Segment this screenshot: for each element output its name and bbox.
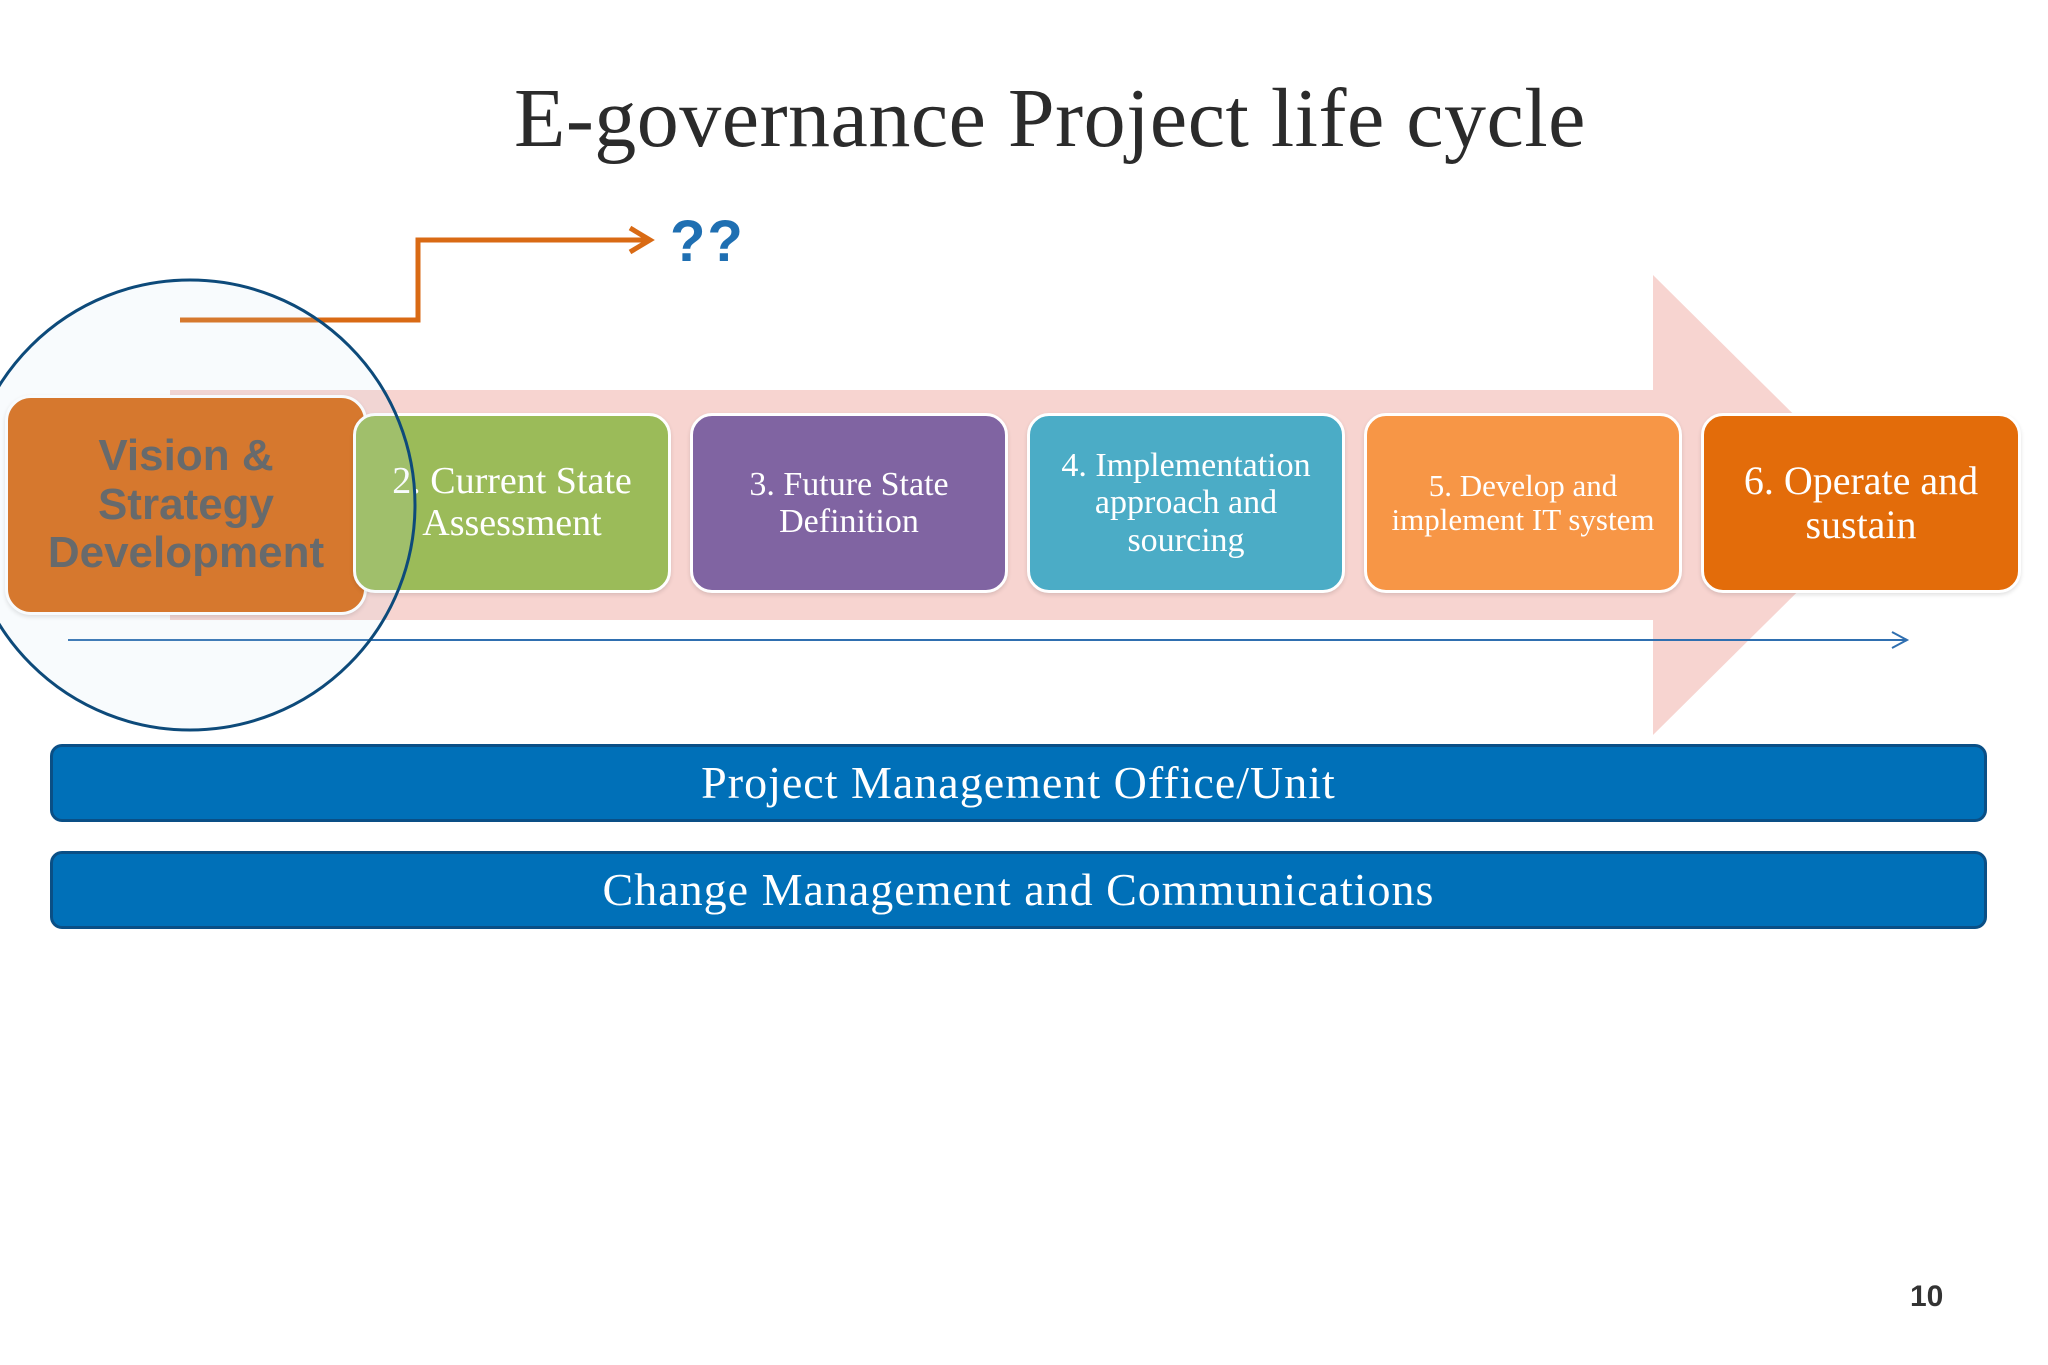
- page-number: 10: [1910, 1280, 1944, 1313]
- question-marks: ??: [670, 209, 745, 274]
- step-implementation: 4. Implementation approach and sourcing: [1027, 413, 1345, 593]
- change-management-band: Change Management and Communications: [50, 851, 1987, 929]
- step-operate-sustain: 6. Operate and sustain: [1701, 413, 2021, 593]
- pmo-band: Project Management Office/Unit: [50, 744, 1987, 822]
- step-future-state: 3. Future State Definition: [690, 413, 1008, 593]
- step-vision-strategy: Vision & Strategy Development: [5, 395, 367, 615]
- step-develop-it: 5. Develop and implement IT system: [1364, 413, 1682, 593]
- slide-title: E-governance Project life cycle: [514, 72, 1586, 165]
- timeline-arrowhead: [1891, 631, 1910, 649]
- question-connector: [180, 237, 646, 323]
- step-current-state: 2. Current State Assessment: [353, 413, 671, 593]
- question-connector-arrowhead: [628, 225, 655, 255]
